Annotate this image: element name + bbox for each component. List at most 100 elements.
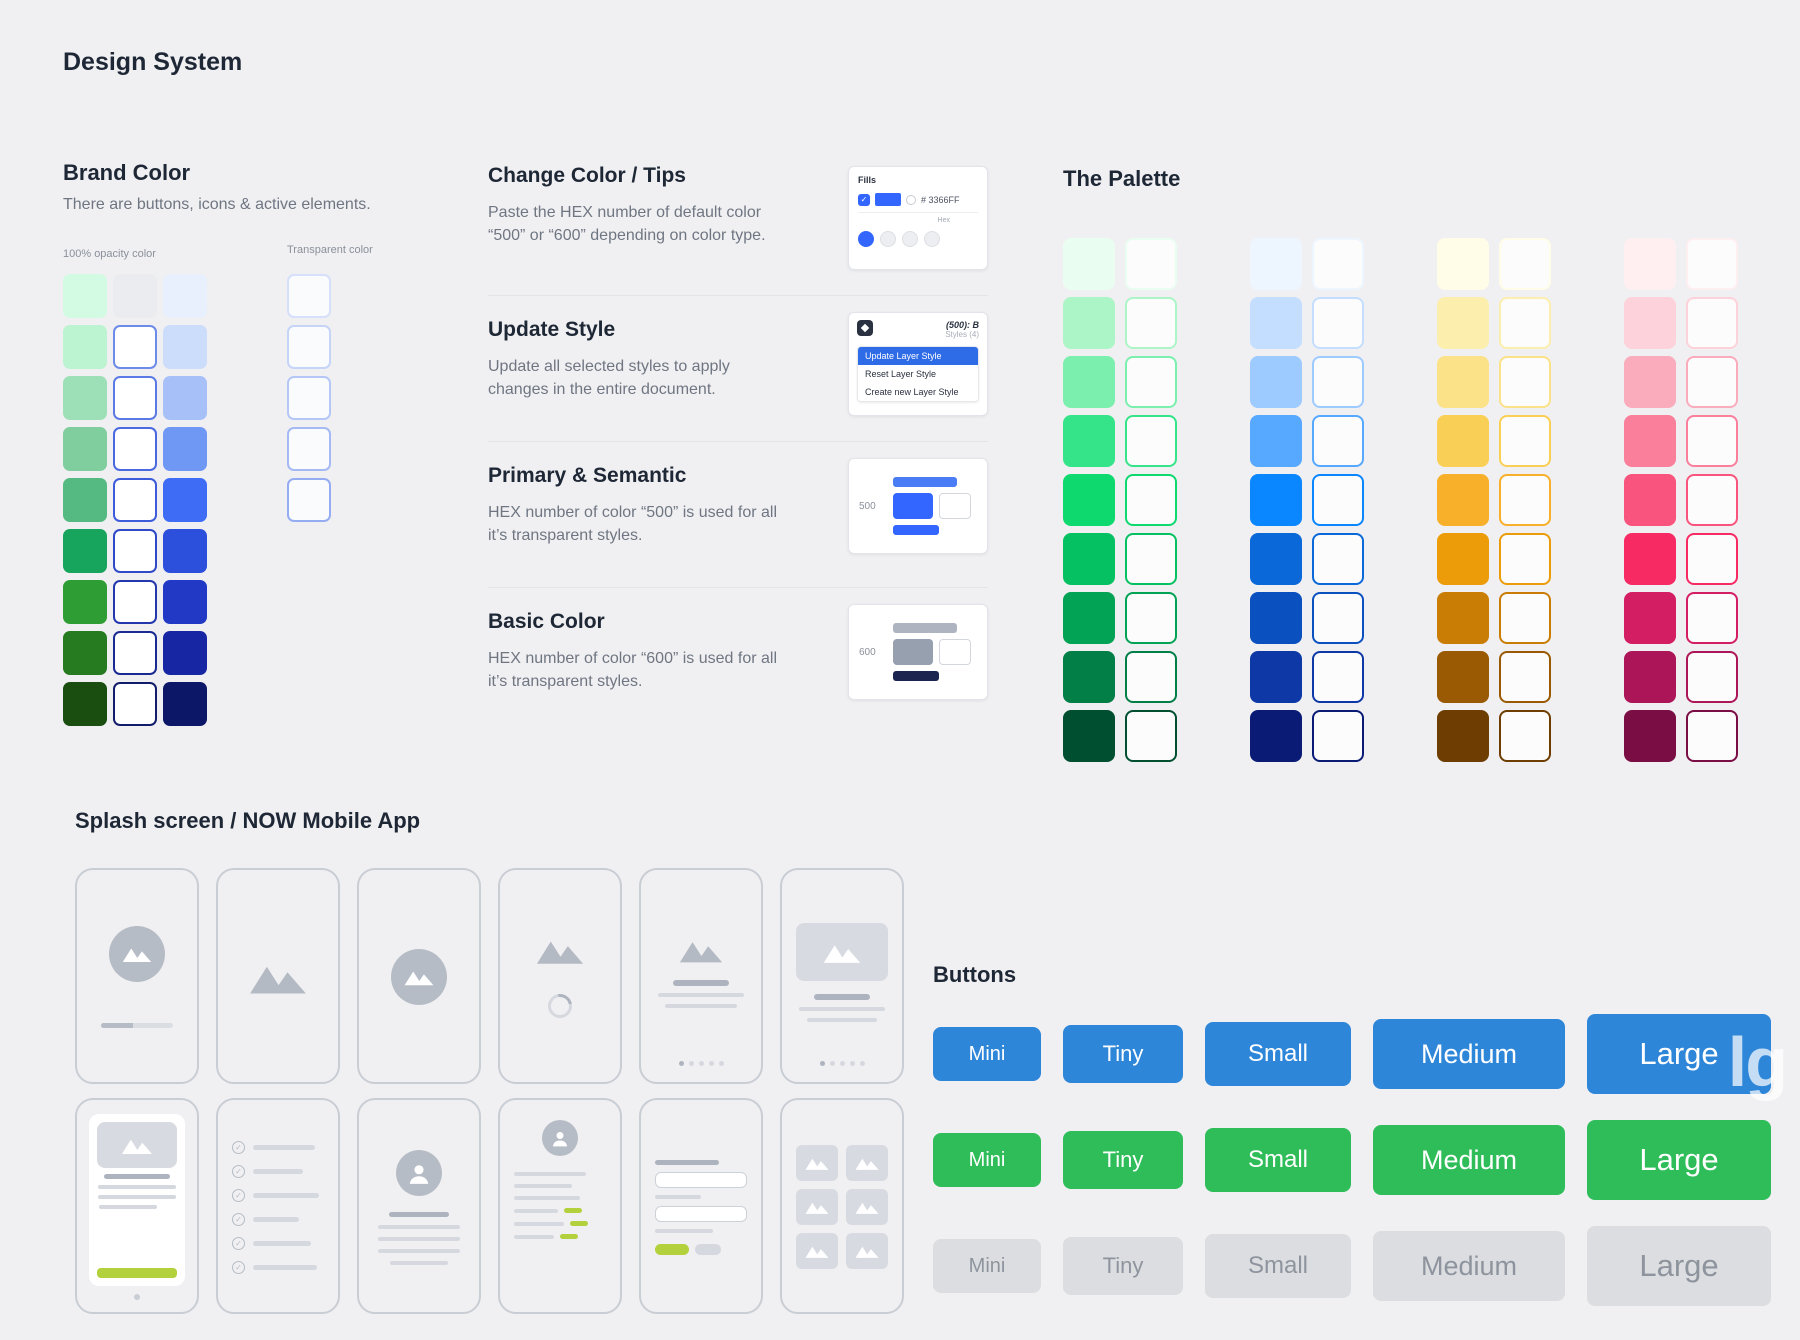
palette-green-3-outline[interactable] (1125, 356, 1177, 408)
disabled-large-button[interactable]: Large (1587, 1226, 1771, 1306)
palette-blue-2-solid[interactable] (1250, 297, 1302, 349)
phone-mountains[interactable] (216, 868, 340, 1084)
palette-amber-5-solid[interactable] (1437, 474, 1489, 526)
palette-blue-3-outline[interactable] (1312, 356, 1364, 408)
palette-blue-6-solid[interactable] (1250, 533, 1302, 585)
palette-green-9-outline[interactable] (1125, 710, 1177, 762)
palette-blue-9-outline[interactable] (1312, 710, 1364, 762)
palette-green-5-outline[interactable] (1125, 474, 1177, 526)
palette-green-9-solid[interactable] (1063, 710, 1115, 762)
palette-pink-4-outline[interactable] (1686, 415, 1738, 467)
brand-blue-swatch-1[interactable] (163, 274, 207, 318)
palette-pink-5-solid[interactable] (1624, 474, 1676, 526)
palette-blue-7-outline[interactable] (1312, 592, 1364, 644)
phone-profile-form[interactable] (498, 1098, 622, 1314)
brand-green-swatch-2[interactable] (63, 325, 107, 369)
primary-medium-button[interactable]: Medium (1373, 1019, 1565, 1089)
brand-transparent-swatch-4[interactable] (287, 427, 331, 471)
palette-green-8-solid[interactable] (1063, 651, 1115, 703)
success-tiny-button[interactable]: Tiny (1063, 1131, 1183, 1189)
phone-checklist[interactable]: ✓✓✓✓✓✓ (216, 1098, 340, 1314)
palette-green-6-outline[interactable] (1125, 533, 1177, 585)
palette-pink-8-solid[interactable] (1624, 651, 1676, 703)
palette-blue-8-outline[interactable] (1312, 651, 1364, 703)
palette-amber-6-solid[interactable] (1437, 533, 1489, 585)
palette-pink-3-solid[interactable] (1624, 356, 1676, 408)
brand-blue-swatch-7[interactable] (163, 580, 207, 624)
palette-pink-4-solid[interactable] (1624, 415, 1676, 467)
palette-blue-1-solid[interactable] (1250, 238, 1302, 290)
palette-green-6-solid[interactable] (1063, 533, 1115, 585)
palette-pink-8-outline[interactable] (1686, 651, 1738, 703)
palette-amber-9-outline[interactable] (1499, 710, 1551, 762)
brand-outline-swatch-3[interactable] (113, 376, 157, 420)
palette-green-5-solid[interactable] (1063, 474, 1115, 526)
palette-amber-8-solid[interactable] (1437, 651, 1489, 703)
brand-green-swatch-8[interactable] (63, 631, 107, 675)
palette-blue-1-outline[interactable] (1312, 238, 1364, 290)
palette-green-2-outline[interactable] (1125, 297, 1177, 349)
brand-blue-swatch-8[interactable] (163, 631, 207, 675)
brand-blue-swatch-6[interactable] (163, 529, 207, 573)
disabled-medium-button[interactable]: Medium (1373, 1231, 1565, 1301)
palette-green-4-solid[interactable] (1063, 415, 1115, 467)
brand-blue-swatch-3[interactable] (163, 376, 207, 420)
success-medium-button[interactable]: Medium (1373, 1125, 1565, 1195)
brand-outline-swatch-7[interactable] (113, 580, 157, 624)
palette-green-7-solid[interactable] (1063, 592, 1115, 644)
phone-mountains-spinner[interactable] (498, 868, 622, 1084)
palette-blue-3-solid[interactable] (1250, 356, 1302, 408)
brand-blue-swatch-2[interactable] (163, 325, 207, 369)
palette-pink-6-outline[interactable] (1686, 533, 1738, 585)
palette-green-7-outline[interactable] (1125, 592, 1177, 644)
palette-blue-4-outline[interactable] (1312, 415, 1364, 467)
palette-amber-2-solid[interactable] (1437, 297, 1489, 349)
success-small-button[interactable]: Small (1205, 1128, 1351, 1192)
palette-amber-6-outline[interactable] (1499, 533, 1551, 585)
palette-pink-5-outline[interactable] (1686, 474, 1738, 526)
palette-blue-9-solid[interactable] (1250, 710, 1302, 762)
palette-blue-7-solid[interactable] (1250, 592, 1302, 644)
phone-onboarding-text[interactable] (639, 868, 763, 1084)
phone-login-form[interactable] (639, 1098, 763, 1314)
phone-profile[interactable] (357, 1098, 481, 1314)
brand-transparent-swatch-5[interactable] (287, 478, 331, 522)
palette-pink-2-solid[interactable] (1624, 297, 1676, 349)
primary-mini-button[interactable]: Mini (933, 1027, 1041, 1081)
palette-pink-9-outline[interactable] (1686, 710, 1738, 762)
palette-amber-8-outline[interactable] (1499, 651, 1551, 703)
palette-blue-6-outline[interactable] (1312, 533, 1364, 585)
palette-amber-1-solid[interactable] (1437, 238, 1489, 290)
brand-outline-swatch-9[interactable] (113, 682, 157, 726)
palette-amber-5-outline[interactable] (1499, 474, 1551, 526)
palette-pink-6-solid[interactable] (1624, 533, 1676, 585)
success-mini-button[interactable]: Mini (933, 1133, 1041, 1187)
brand-outline-swatch-1[interactable] (113, 274, 157, 318)
palette-green-3-solid[interactable] (1063, 356, 1115, 408)
primary-small-button[interactable]: Small (1205, 1022, 1351, 1086)
phone-card-cta[interactable] (75, 1098, 199, 1314)
primary-tiny-button[interactable]: Tiny (1063, 1025, 1183, 1083)
brand-transparent-swatch-1[interactable] (287, 274, 331, 318)
palette-blue-5-outline[interactable] (1312, 474, 1364, 526)
primary-large-button[interactable]: Large (1587, 1014, 1771, 1094)
brand-blue-swatch-9[interactable] (163, 682, 207, 726)
brand-green-swatch-3[interactable] (63, 376, 107, 420)
disabled-mini-button[interactable]: Mini (933, 1239, 1041, 1293)
brand-transparent-swatch-3[interactable] (287, 376, 331, 420)
brand-green-swatch-4[interactable] (63, 427, 107, 471)
palette-amber-7-solid[interactable] (1437, 592, 1489, 644)
brand-outline-swatch-8[interactable] (113, 631, 157, 675)
palette-pink-1-outline[interactable] (1686, 238, 1738, 290)
palette-green-4-outline[interactable] (1125, 415, 1177, 467)
phone-onboarding-card[interactable] (780, 868, 904, 1084)
brand-green-swatch-1[interactable] (63, 274, 107, 318)
brand-green-swatch-5[interactable] (63, 478, 107, 522)
brand-outline-swatch-6[interactable] (113, 529, 157, 573)
palette-pink-9-solid[interactable] (1624, 710, 1676, 762)
disabled-small-button[interactable]: Small (1205, 1234, 1351, 1298)
palette-green-8-outline[interactable] (1125, 651, 1177, 703)
brand-transparent-swatch-2[interactable] (287, 325, 331, 369)
palette-pink-1-solid[interactable] (1624, 238, 1676, 290)
palette-pink-7-outline[interactable] (1686, 592, 1738, 644)
